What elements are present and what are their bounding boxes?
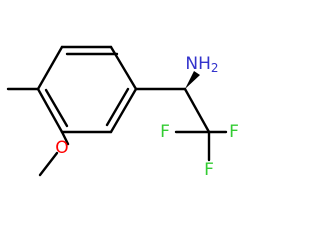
molecule-structure: NH2 F F F O <box>6 45 239 180</box>
ring-bond <box>36 45 64 91</box>
structure-svg: NH2 F F F O <box>6 45 239 180</box>
fluorine-left-label: F <box>160 122 170 142</box>
amine-subscript: 2 <box>211 61 219 75</box>
stereo-wedge-bond <box>185 71 200 89</box>
oxygen-label: O <box>55 138 68 158</box>
ring-bond <box>36 87 64 134</box>
ring-bond <box>44 88 69 128</box>
fluorine-bottom-label: F <box>204 160 214 180</box>
aryl-oxygen-bond <box>60 130 70 146</box>
ring-bond <box>109 87 138 134</box>
fluorine-top-label: F <box>229 122 239 142</box>
ring-bond <box>109 45 138 91</box>
oxygen-methyl-bond <box>38 151 59 177</box>
chiral-cf3-bond <box>183 87 211 134</box>
amine-label: NH2 <box>185 54 218 75</box>
ring-bond <box>105 87 130 127</box>
amine-main-text: NH <box>185 54 211 74</box>
